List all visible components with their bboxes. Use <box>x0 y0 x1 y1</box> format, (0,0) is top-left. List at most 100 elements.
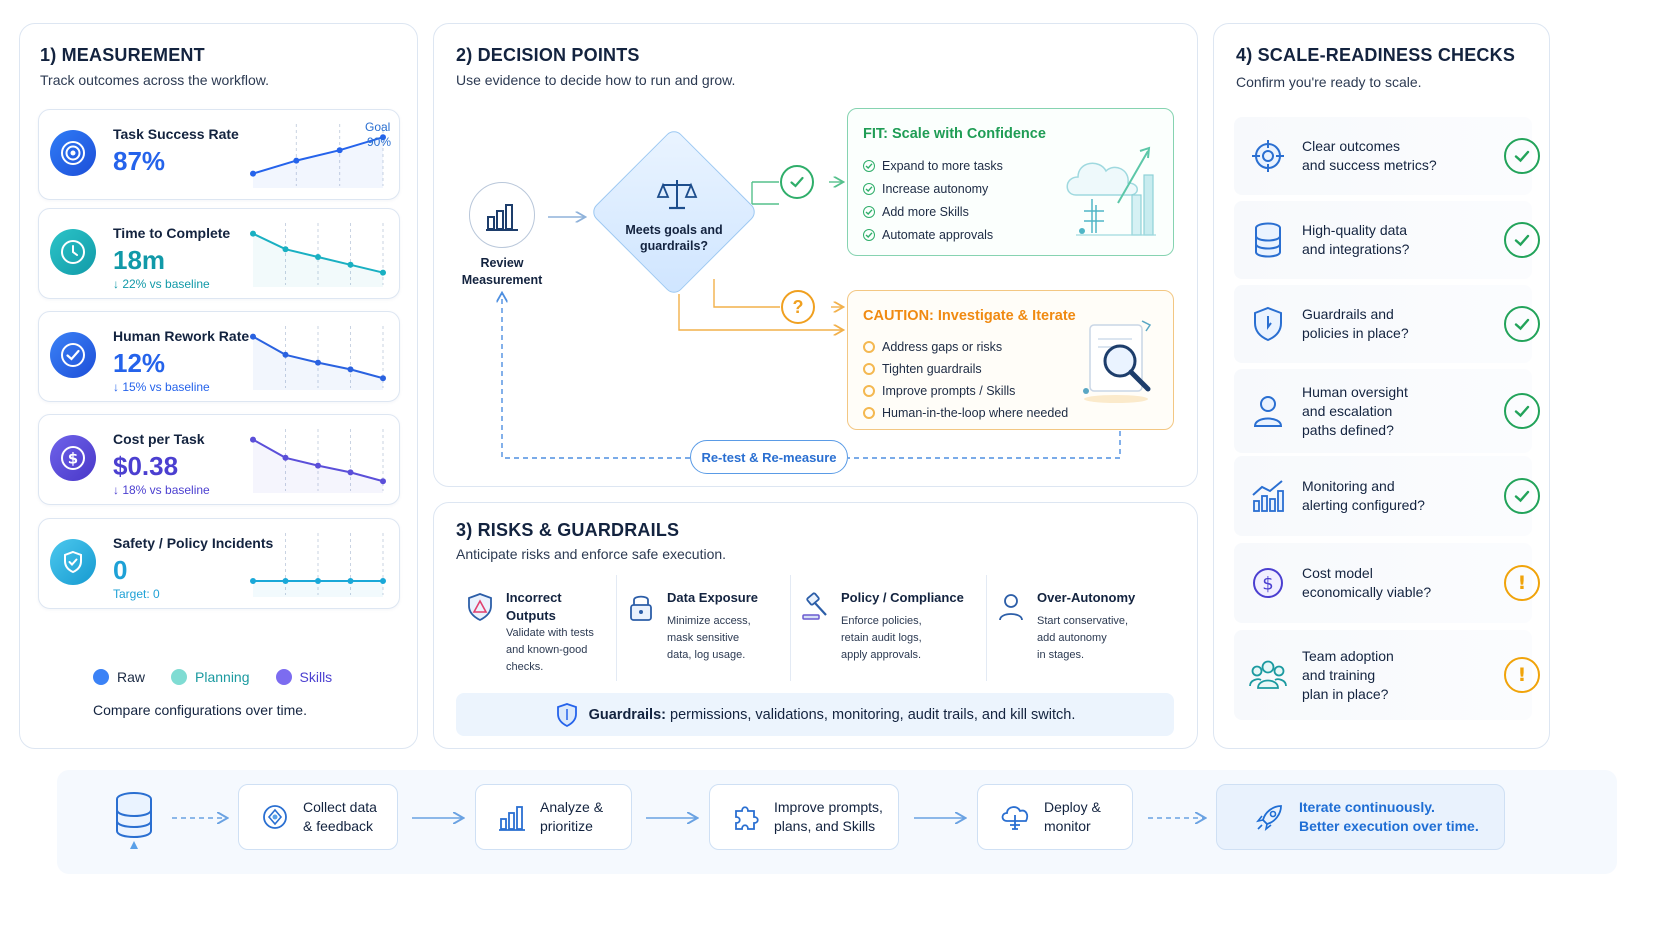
metric-delta: ↓ 18% vs baseline <box>113 483 210 497</box>
puzzle-icon <box>735 806 759 830</box>
spark-point <box>282 454 289 461</box>
shield-icon <box>556 702 577 727</box>
metric-value: 87% <box>113 146 166 176</box>
metric-label: Task Success Rate <box>113 126 239 142</box>
dollar-icon: $ <box>1248 563 1288 603</box>
metric-card-cost-per-task[interactable]: $ Cost per Task $0.38 ↓ 18% vs baseline <box>38 414 400 505</box>
caution-list: Address gaps or risks Tighten guardrails… <box>863 336 1068 424</box>
scale-panel: 4) SCALE-READINESS CHECKS Confirm you're… <box>1213 23 1550 749</box>
fit-item-label: Increase autonomy <box>882 181 989 196</box>
loop-step-improve[interactable]: Improve prompts,plans, and Skills <box>709 784 899 850</box>
list-item: Automate approvals <box>863 223 1003 246</box>
person-icon <box>993 589 1029 625</box>
decision-subtitle: Use evidence to decide how to run and gr… <box>456 72 736 88</box>
step-label: Collect data& feedback <box>303 799 377 834</box>
gavel-icon <box>797 589 833 625</box>
metric-label: Time to Complete <box>113 225 231 241</box>
legend-label: Skills <box>299 669 333 685</box>
risk-card-over-autonomy[interactable]: Over-Autonomy Start conservative,add aut… <box>986 575 1174 681</box>
metric-label: Human Rework Rate <box>113 328 250 344</box>
bar-chart-icon <box>499 806 525 831</box>
list-item: Tighten guardrails <box>863 358 1068 380</box>
database-icon <box>116 792 152 849</box>
legend-item-planning[interactable]: Planning <box>171 669 250 685</box>
sparkline-human-rework <box>250 326 386 390</box>
spark-point <box>347 469 354 476</box>
spark-point <box>347 366 354 373</box>
step-label: Deploy &monitor <box>1044 799 1101 834</box>
legend-dot <box>93 669 109 685</box>
list-item: Human-in-the-loop where needed <box>863 402 1068 424</box>
legend-item-skills[interactable]: Skills <box>275 669 333 685</box>
legend-caption: Compare configurations over time. <box>93 702 307 718</box>
caution-outcome-card[interactable]: CAUTION: Investigate & Iterate Address g… <box>847 290 1174 430</box>
spark-point <box>315 359 321 366</box>
pass-check-icon <box>1504 138 1540 174</box>
check-icon <box>863 182 875 195</box>
risk-card-policy-compliance[interactable]: Policy / Compliance Enforce policies,ret… <box>790 575 986 681</box>
goal-value: 90% <box>367 135 392 149</box>
loop-step-analyze[interactable]: Analyze &prioritize <box>475 784 632 850</box>
metric-card-task-success[interactable]: Task Success Rate 87% Goal 90% <box>38 109 400 200</box>
warning-icon: ! <box>1504 657 1540 693</box>
circle-bullet-icon <box>863 385 875 397</box>
loop-step-collect[interactable]: Collect data& feedback <box>238 784 398 850</box>
legend-label: Planning <box>195 669 250 685</box>
shield-icon <box>50 539 96 585</box>
spark-point <box>380 578 386 584</box>
spark-point <box>347 578 354 584</box>
svg-text:$: $ <box>1262 574 1273 595</box>
guardrails-text: permissions, validations, monitoring, au… <box>670 706 1076 723</box>
spark-point <box>380 478 386 485</box>
metric-label: Cost per Task <box>113 431 205 447</box>
spark-point <box>315 578 321 584</box>
retest-button[interactable]: Re-test & Re-measure <box>690 440 848 474</box>
legend-label: Raw <box>117 669 146 685</box>
check-icon <box>863 205 875 218</box>
loop-step-iterate[interactable]: Iterate continuously.Better execution ov… <box>1216 784 1505 850</box>
list-item: Address gaps or risks <box>863 336 1068 358</box>
pass-check-icon <box>1504 222 1540 258</box>
lock-icon <box>623 589 659 625</box>
dollar-icon: $ <box>50 435 96 481</box>
fit-outcome-card[interactable]: FIT: Scale with Confidence Expand to mor… <box>847 108 1174 256</box>
risks-panel: 3) RISKS & GUARDRAILS Anticipate risks a… <box>433 502 1198 749</box>
scales-icon <box>656 180 698 210</box>
risk-title: Data Exposure <box>667 590 759 605</box>
list-item: Increase autonomy <box>863 177 1003 200</box>
decision-question: Meets goals and guardrails? <box>625 223 723 253</box>
metric-value: 0 <box>113 555 128 585</box>
loop-step-deploy[interactable]: Deploy &monitor <box>977 784 1133 850</box>
fit-item-label: Automate approvals <box>882 227 994 242</box>
metric-card-safety-incidents[interactable]: Safety / Policy Incidents 0 Target: 0 <box>38 518 400 609</box>
legend-item-raw[interactable]: Raw <box>93 669 145 685</box>
circle-bullet-icon <box>863 363 875 375</box>
check-badge-icon <box>50 332 96 378</box>
risks-title: 3) RISKS & GUARDRAILS <box>456 520 680 540</box>
spark-area <box>253 581 383 597</box>
fit-list: Expand to more tasks Increase autonomy A… <box>863 154 1003 246</box>
check-icon <box>863 159 875 172</box>
magnifier-document-icon <box>1083 320 1152 403</box>
target-icon <box>1248 136 1288 176</box>
metric-card-time-to-complete[interactable]: Time to Complete 18m ↓ 22% vs baseline <box>38 208 400 299</box>
risk-card-data-exposure[interactable]: Data Exposure Minimize access,mask sensi… <box>616 575 790 681</box>
warning-shield-icon <box>462 589 498 625</box>
metric-card-human-rework[interactable]: Human Rework Rate 12% ↓ 15% vs baseline <box>38 311 400 402</box>
risk-title: Policy / Compliance <box>841 590 964 605</box>
pass-check-icon <box>1504 393 1540 429</box>
review-measurement-node[interactable] <box>469 182 535 248</box>
person-icon <box>1248 391 1288 431</box>
